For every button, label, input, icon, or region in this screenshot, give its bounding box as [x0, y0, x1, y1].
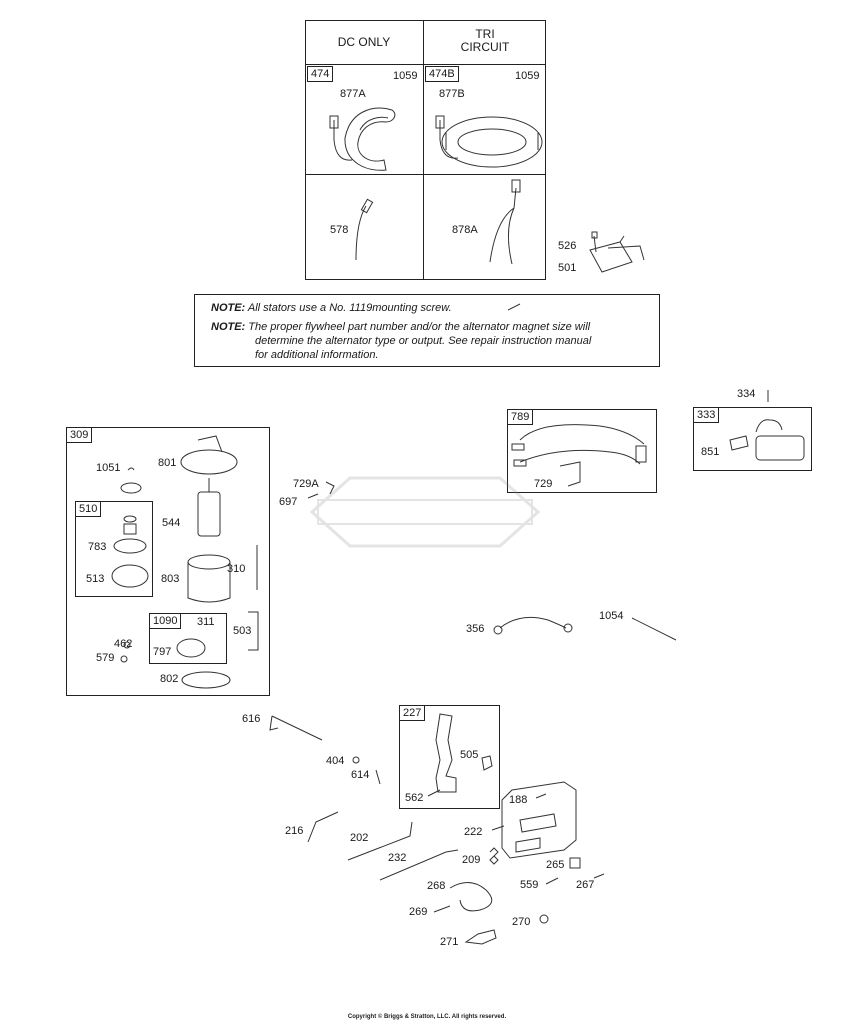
- cable-268-drawing: [449, 882, 493, 912]
- part-270-drawing: [539, 914, 549, 924]
- note-box: NOTE: All stators use a No. 1119mounting…: [194, 294, 660, 367]
- group-1090-tag: 1090: [149, 613, 182, 629]
- part-404-drawing: [352, 756, 360, 764]
- part-614-drawing: [375, 769, 381, 785]
- part-216-drawing: [307, 811, 339, 843]
- part-616-drawing: [269, 715, 323, 741]
- part-label-562: 562: [405, 792, 424, 804]
- part-265-drawing: [569, 857, 581, 869]
- part-label-877b: 877B: [439, 88, 465, 100]
- part-label-404: 404: [326, 755, 345, 767]
- part-label-878a: 878A: [452, 224, 478, 236]
- kit-474b-tag: 474B: [425, 66, 459, 82]
- part-label-1059-b: 1059: [515, 70, 540, 82]
- part-label-501: 501: [558, 262, 577, 274]
- copyright-notice: Copyright © Briggs & Stratton, LLC. All …: [347, 1014, 507, 1020]
- part-label-797: 797: [153, 646, 172, 658]
- part-267-drawing: [593, 873, 605, 879]
- stator-table-header-rule: [305, 64, 546, 65]
- part-label-462: 462: [114, 638, 133, 650]
- note-line-1: NOTE: All stators use a No. 1119mounting…: [211, 301, 452, 315]
- part-label-783: 783: [88, 541, 107, 553]
- part-label-729: 729: [534, 478, 553, 490]
- group-333-tag: 333: [693, 407, 720, 423]
- part-729a-drawing: [325, 481, 335, 495]
- wire-356-drawing: [499, 616, 567, 629]
- part-697-drawing: [307, 493, 319, 499]
- part-label-271: 271: [440, 936, 459, 948]
- part-label-503: 503: [233, 625, 252, 637]
- part-label-1054: 1054: [599, 610, 624, 622]
- note-line-4: for additional information.: [255, 349, 379, 361]
- group-309-tag: 309: [66, 427, 93, 443]
- note-line-2: NOTE: The proper flywheel part number an…: [211, 320, 590, 334]
- part-label-851: 851: [701, 446, 720, 458]
- part-label-877a: 877A: [340, 88, 366, 100]
- ignition-group-box: [693, 407, 812, 471]
- note-prefix-2: NOTE:: [211, 321, 246, 333]
- part-label-310: 310: [227, 563, 246, 575]
- stator-table-row-rule: [305, 174, 546, 175]
- part-label-505: 505: [460, 749, 479, 761]
- part-label-802: 802: [160, 673, 179, 685]
- part-label-270: 270: [512, 916, 531, 928]
- part-label-579: 579: [96, 652, 115, 664]
- kit-474-tag: 474: [307, 66, 334, 82]
- note-prefix-1: NOTE:: [211, 302, 246, 314]
- part-271-drawing: [464, 929, 497, 945]
- part-label-222: 222: [464, 826, 483, 838]
- part-label-513: 513: [86, 573, 105, 585]
- part-label-265: 265: [546, 859, 565, 871]
- note-line-3: determine the alternator type or output.…: [255, 335, 592, 347]
- part-label-269: 269: [409, 906, 428, 918]
- part-label-267: 267: [576, 879, 595, 891]
- part-222-drawing: [491, 825, 505, 831]
- part-label-526: 526: [558, 240, 577, 252]
- note-text-2: The proper flywheel part number and/or t…: [248, 321, 591, 333]
- rectifier-501-drawing: [589, 231, 645, 273]
- group-510-tag: 510: [75, 501, 102, 517]
- part-label-216: 216: [285, 825, 304, 837]
- tri-circuit-header: TRI CIRCUIT: [460, 27, 510, 54]
- part-label-729a: 729A: [293, 478, 319, 490]
- part-label-209: 209: [462, 854, 481, 866]
- part-label-578: 578: [330, 224, 349, 236]
- part-label-268: 268: [427, 880, 446, 892]
- drive-group-box: [75, 501, 153, 597]
- part-label-188: 188: [509, 794, 528, 806]
- group-789-tag: 789: [507, 409, 534, 425]
- starter-group-box: [66, 427, 270, 696]
- dc-only-header: DC ONLY: [337, 35, 391, 49]
- spring-209-drawing: [489, 847, 499, 865]
- watermark-logo: [309, 476, 541, 548]
- part-label-614: 614: [351, 769, 370, 781]
- tie-1054-drawing: [631, 617, 677, 641]
- part-label-616: 616: [242, 713, 261, 725]
- brush-group-box: [149, 613, 227, 664]
- part-label-801: 801: [158, 457, 177, 469]
- part-label-1059-a: 1059: [393, 70, 418, 82]
- group-227-tag: 227: [399, 705, 426, 721]
- part-label-697: 697: [279, 496, 298, 508]
- lever-group-box: [399, 705, 500, 809]
- part-label-232: 232: [388, 852, 407, 864]
- part-label-544: 544: [162, 517, 181, 529]
- note-text-1: All stators use a No. 1119mounting screw…: [247, 302, 452, 314]
- part-label-311: 311: [197, 616, 215, 628]
- harness-group-box: [507, 409, 657, 493]
- part-label-334: 334: [737, 388, 756, 400]
- stator-table-divider: [423, 20, 424, 280]
- part-label-559: 559: [520, 879, 539, 891]
- stator-table: [305, 20, 546, 280]
- part-label-356: 356: [466, 623, 485, 635]
- part-559-drawing: [545, 877, 559, 885]
- part-label-803: 803: [161, 573, 180, 585]
- part-label-202: 202: [350, 832, 369, 844]
- part-269-drawing: [433, 905, 451, 913]
- part-label-1051: 1051: [96, 462, 121, 474]
